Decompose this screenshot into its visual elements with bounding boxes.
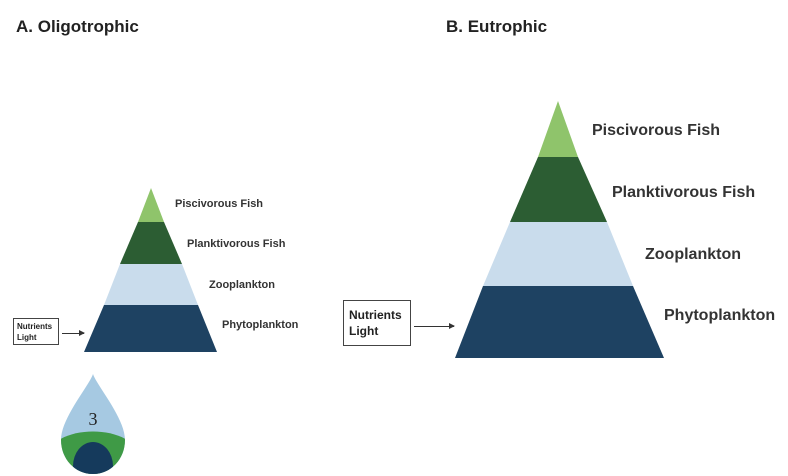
pyramid-b-piscivorous-band [538,101,578,157]
pyramid-a-piscivorous-band [138,188,164,222]
pyramid-b-input-light: Light [349,324,379,338]
pyramid-b-inputs-box: Nutrients Light [343,300,411,346]
panel-a-title: A. Oligotrophic [16,17,139,36]
pyramid-a-input-arrow [62,330,85,336]
pyramid-b-zooplankton-band [483,222,633,286]
pyramid-a-label-zooplankton: Zooplankton [209,279,275,291]
pyramid-b [455,101,664,358]
pyramid-b-label-piscivorous: Piscivorous Fish [592,122,721,139]
pyramid-a-label-phytoplankton: Phytoplankton [222,319,299,331]
water-drop-icon [61,374,125,474]
pyramid-a-phytoplankton-band [84,305,217,352]
pyramid-b-label-planktivorous: Planktivorous Fish [612,184,756,201]
pyramid-a-planktivorous-band [120,222,182,264]
pyramid-a [84,188,217,352]
water-drop-bottom [73,442,113,474]
pyramid-b-phytoplankton-band [455,286,664,358]
pyramid-a-zooplankton-band [104,264,198,305]
pyramid-a-label-planktivorous: Planktivorous Fish [187,238,286,250]
panel-b-title: B. Eutrophic [446,17,548,36]
pyramid-a-inputs-box: Nutrients Light [13,318,59,345]
pyramid-b-input-arrow [414,323,455,329]
pyramid-b-label-phytoplankton: Phytoplankton [664,307,776,324]
pyramid-a-input-nutrients: Nutrients [17,322,53,331]
water-drop-number: 3 [88,409,98,429]
pyramid-b-planktivorous-band [510,157,607,222]
pyramid-b-input-nutrients: Nutrients [349,308,402,322]
pyramid-a-input-light: Light [17,333,37,342]
pyramid-a-label-piscivorous: Piscivorous Fish [175,198,264,210]
pyramid-b-label-zooplankton: Zooplankton [645,246,741,263]
